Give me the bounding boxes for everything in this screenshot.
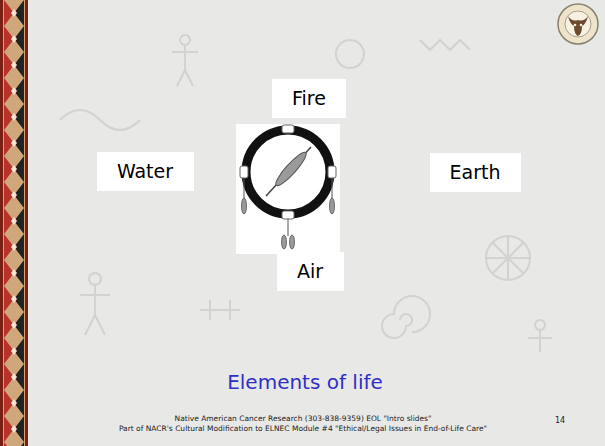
element-label-box: Earth [430, 153, 521, 192]
logo [558, 4, 598, 44]
footer-text: Native American Cancer Research (303-838… [175, 414, 432, 423]
element-name: Earth [450, 161, 501, 184]
element-name: Fire [292, 87, 326, 110]
element-name: Air [297, 260, 324, 283]
petroglyphs [60, 35, 552, 352]
element-label-box: Air [277, 252, 344, 291]
medicine-wheel [236, 124, 340, 254]
footer-text: Part of NACR's Cultural Modification to … [119, 424, 487, 433]
element-label-box: Water [97, 152, 194, 191]
border-strip [0, 0, 28, 446]
element-name: Water [117, 160, 174, 183]
page-number: 14 [555, 416, 565, 425]
element-label-box: Fire [272, 79, 346, 118]
slide-title: Elements of life [227, 370, 383, 394]
